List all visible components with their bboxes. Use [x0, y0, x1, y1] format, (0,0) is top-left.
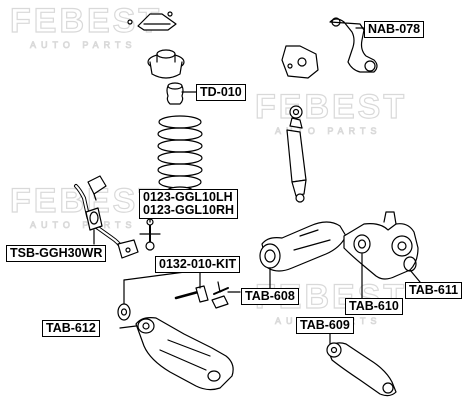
trailing-arm	[259, 221, 347, 272]
part-label-nab-078[interactable]: NAB-078	[364, 21, 425, 38]
shock-absorber	[286, 105, 307, 203]
lower-control-arm	[135, 317, 234, 391]
part-label-td-010[interactable]: TD-010	[196, 84, 246, 101]
watermark-brand: FEBEST	[255, 88, 407, 126]
part-number: TAB-609	[300, 318, 350, 332]
spring-upper-seat	[147, 49, 185, 79]
coil-spring	[157, 115, 203, 189]
mount-bracket	[281, 45, 319, 79]
leader-tab-611	[409, 269, 421, 283]
part-number: TAB-610	[349, 299, 399, 313]
part-number: TAB-611	[409, 283, 459, 297]
watermark-tagline: AUTO PARTS	[30, 40, 137, 50]
part-number-rh: 0123-GGL10RH	[143, 203, 235, 217]
part-number: NAB-078	[368, 22, 421, 36]
part-number: TAB-612	[46, 321, 96, 335]
part-number: TAB-608	[245, 289, 295, 303]
stabilizer-bushing	[85, 207, 103, 231]
part-label-tab-611[interactable]: TAB-611	[405, 282, 463, 299]
part-label-spring[interactable]: 0123-GGL10LH 0123-GGL10RH	[139, 189, 239, 219]
upper-mount-plate	[127, 11, 177, 31]
part-number: TD-010	[200, 85, 242, 99]
part-label-tab-609[interactable]: TAB-609	[296, 317, 354, 334]
bolt-kit	[174, 281, 229, 309]
part-label-tab-612[interactable]: TAB-612	[42, 320, 100, 337]
part-label-tab-610[interactable]: TAB-610	[345, 298, 403, 315]
upper-control-arm	[329, 17, 378, 73]
part-label-kit[interactable]: 0132-010-KIT	[155, 256, 241, 273]
stabilizer-bushing-upper	[87, 175, 107, 201]
lower-bushing	[117, 303, 131, 321]
stabilizer-link	[139, 218, 161, 251]
bump-stop	[166, 82, 184, 105]
watermark-tagline: AUTO PARTS	[275, 126, 382, 136]
part-label-tsb[interactable]: TSB-GGH30WR	[6, 245, 107, 262]
rear-knuckle	[343, 211, 419, 280]
watermark-tagline: AUTO PARTS	[30, 220, 137, 230]
leader-tab-612	[119, 325, 137, 329]
part-number: TSB-GGH30WR	[10, 246, 103, 260]
part-number: 0132-010-KIT	[159, 257, 237, 271]
lateral-arm	[326, 342, 397, 397]
stabilizer-bracket	[117, 239, 139, 259]
part-label-tab-608[interactable]: TAB-608	[241, 288, 299, 305]
part-number-lh: 0123-GGL10LH	[143, 190, 233, 204]
watermark-brand: FEBEST	[10, 2, 162, 40]
watermark: FEBEST AUTO PARTS FEBEST AUTO PARTS FEBE…	[9, 1, 407, 326]
